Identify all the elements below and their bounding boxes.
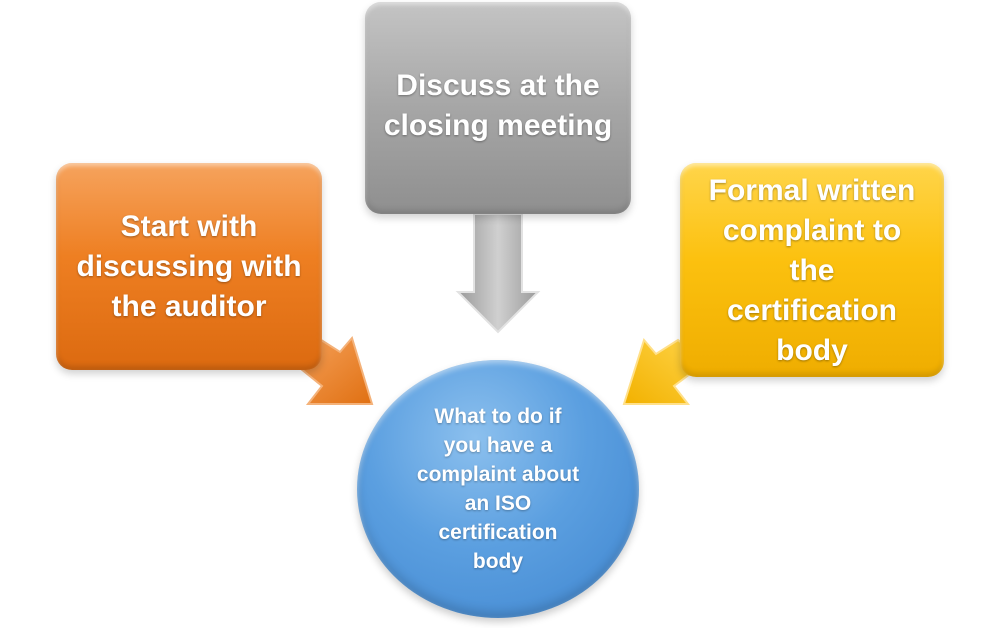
- center-label: What to do if you have a complaint about…: [416, 405, 580, 573]
- step-label: Discuss at the closing meeting: [383, 69, 613, 142]
- arrow-top-to-center: [455, 213, 541, 334]
- step-box-closing-meeting: Discuss at the closing meeting: [365, 2, 631, 214]
- center-circle: What to do if you have a complaint about…: [357, 360, 639, 618]
- step-label: Formal written complaint to the certific…: [708, 174, 916, 367]
- step-box-formal-complaint: Formal written complaint to the certific…: [680, 163, 944, 377]
- step-label: Start with discussing with the auditor: [76, 209, 302, 323]
- step-box-discuss-with-auditor: Start with discussing with the auditor: [56, 163, 322, 370]
